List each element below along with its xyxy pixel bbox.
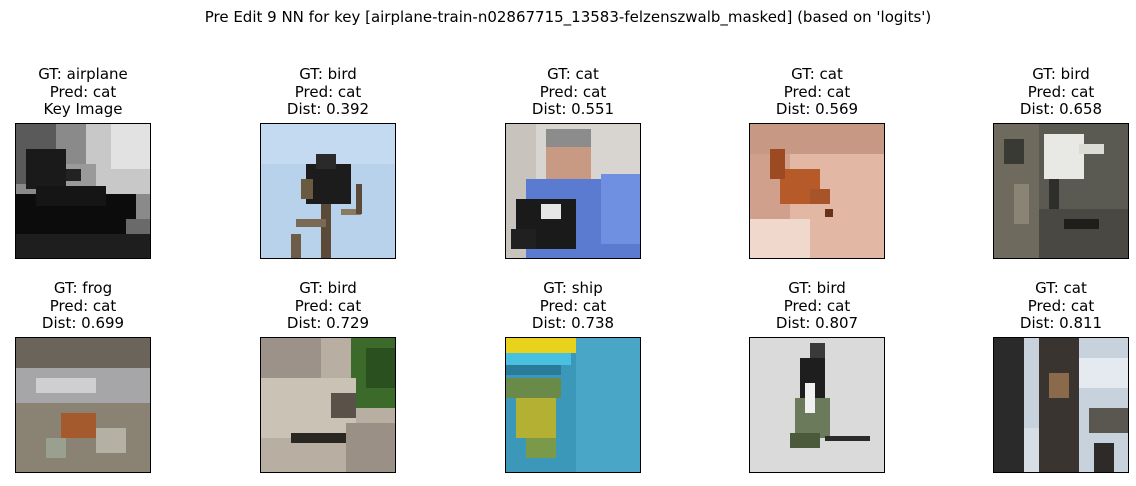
gt-label: GT: bird — [1032, 65, 1090, 83]
pred-label: Pred: cat — [539, 296, 607, 315]
panel-caption: GT: bird Pred: cat Dist: 0.392 — [220, 65, 436, 119]
dist-label: Dist: 0.569 — [775, 100, 859, 118]
key-image-label: Key Image — [43, 100, 123, 118]
gt-label: GT: cat — [547, 65, 599, 83]
thumbnail-image — [260, 337, 396, 473]
gt-label: GT: bird — [299, 279, 357, 297]
pred-label: Pred: cat — [49, 82, 117, 101]
thumbnail-image — [505, 123, 641, 259]
dist-label: Dist: 0.738 — [531, 314, 615, 332]
dist-label: Dist: 0.392 — [286, 100, 370, 118]
pred-label: Pred: cat — [1027, 82, 1095, 101]
thumbnail-image — [749, 123, 885, 259]
dist-label: Dist: 0.729 — [286, 314, 370, 332]
pred-label: Pred: cat — [783, 296, 851, 315]
dist-label: Dist: 0.699 — [41, 314, 125, 332]
thumbnail-image — [993, 337, 1129, 473]
gt-label: GT: ship — [543, 279, 603, 297]
panel-caption: GT: cat Pred: cat Dist: 0.551 — [465, 65, 681, 119]
panel-caption: GT: frog Pred: cat Dist: 0.699 — [0, 279, 191, 333]
panel-caption: GT: ship Pred: cat Dist: 0.738 — [465, 279, 681, 333]
dist-label: Dist: 0.807 — [775, 314, 859, 332]
dist-label: Dist: 0.551 — [531, 100, 615, 118]
panel-caption: GT: airplane Pred: cat Key Image — [0, 65, 191, 119]
pred-label: Pred: cat — [1027, 296, 1095, 315]
panel-caption: GT: cat Pred: cat Dist: 0.811 — [953, 279, 1136, 333]
gt-label: GT: cat — [1035, 279, 1087, 297]
gt-label: GT: airplane — [38, 65, 128, 83]
pred-label: Pred: cat — [294, 82, 362, 101]
figure-title: Pre Edit 9 NN for key [airplane-train-n0… — [204, 8, 932, 26]
thumbnail-image — [260, 123, 396, 259]
panel-caption: GT: bird Pred: cat Dist: 0.807 — [709, 279, 925, 333]
pred-label: Pred: cat — [539, 82, 607, 101]
pred-label: Pred: cat — [783, 82, 851, 101]
panel-caption: GT: bird Pred: cat Dist: 0.729 — [220, 279, 436, 333]
dist-label: Dist: 0.811 — [1019, 314, 1103, 332]
gt-label: GT: frog — [53, 279, 113, 297]
thumbnail-image — [749, 337, 885, 473]
thumbnail-image — [505, 337, 641, 473]
gt-label: GT: bird — [788, 279, 846, 297]
dist-label: Dist: 0.658 — [1019, 100, 1103, 118]
panel-caption: GT: bird Pred: cat Dist: 0.658 — [953, 65, 1136, 119]
panel-caption: GT: cat Pred: cat Dist: 0.569 — [709, 65, 925, 119]
pred-label: Pred: cat — [49, 296, 117, 315]
gt-label: GT: bird — [299, 65, 357, 83]
gt-label: GT: cat — [791, 65, 843, 83]
thumbnail-image — [993, 123, 1129, 259]
thumbnail-image — [15, 123, 151, 259]
thumbnail-image — [15, 337, 151, 473]
pred-label: Pred: cat — [294, 296, 362, 315]
